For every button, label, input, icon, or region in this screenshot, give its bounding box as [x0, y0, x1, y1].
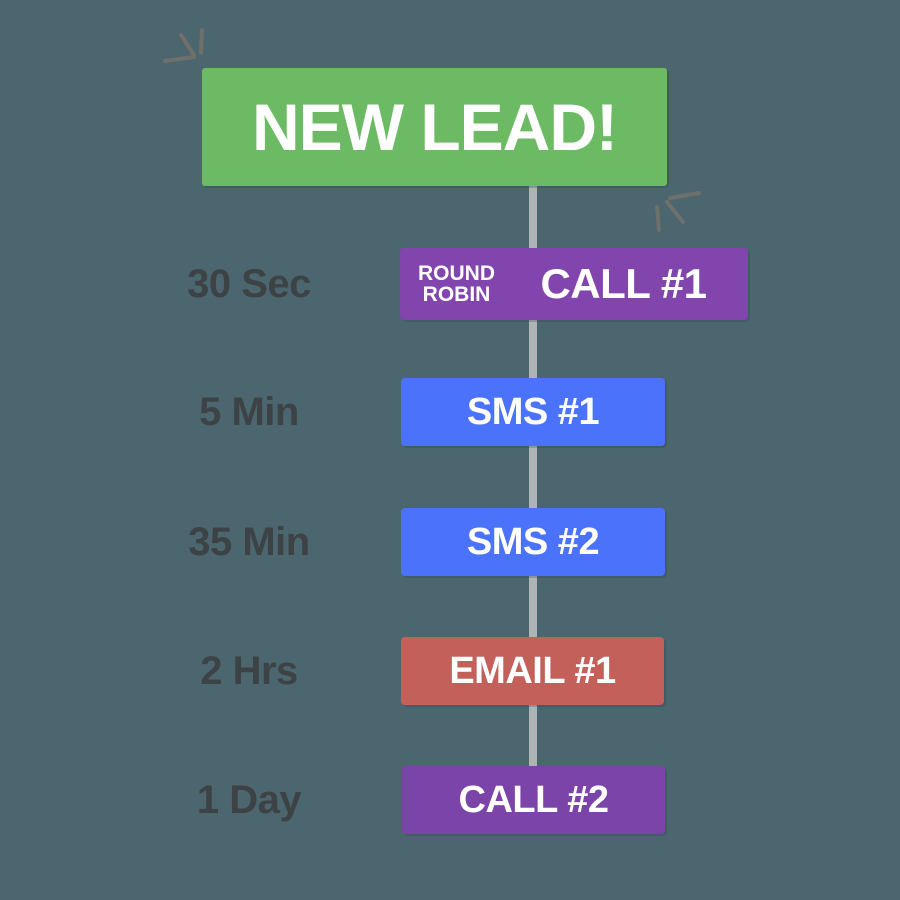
timeline-step-label: SMS #1 [466, 390, 600, 433]
timeline-step-label: CALL #2 [458, 778, 609, 821]
round-robin-badge-line-1: ROUND [418, 261, 495, 285]
timeline-row: 30 Sec [0, 248, 900, 320]
timeline-row: 1 Day [0, 766, 900, 834]
timeline-step-sms-2[interactable]: SMS #2 [401, 508, 665, 576]
new-lead-banner[interactable]: NEW LEAD! [202, 68, 667, 186]
timeline-row-time: 30 Sec [187, 261, 311, 306]
timeline-row: 5 Min [0, 378, 900, 446]
timeline-connector-line [529, 186, 537, 790]
timeline-row: 2 Hrs [0, 637, 900, 705]
round-robin-badge-line-2: ROBIN [422, 283, 491, 306]
timeline-row-time: 5 Min [199, 389, 299, 434]
timeline-step-email-1[interactable]: EMAIL #1 [401, 637, 664, 705]
timeline-row-time: 35 Min [188, 519, 310, 564]
new-lead-banner-label: NEW LEAD! [252, 90, 618, 164]
timeline-step-sms-1[interactable]: SMS #1 [401, 378, 665, 446]
timeline-row-time: 2 Hrs [200, 648, 298, 693]
timeline-step-label: SMS #2 [466, 520, 600, 563]
timeline-row: 35 Min [0, 508, 900, 576]
timeline-step-label: CALL #1 [540, 260, 707, 307]
timeline-step-label: EMAIL #1 [449, 649, 616, 692]
spark-burst-icon-bottom-right [655, 191, 701, 232]
timeline-step-call-2[interactable]: CALL #2 [402, 766, 665, 834]
timeline-row-time: 1 Day [196, 777, 302, 822]
